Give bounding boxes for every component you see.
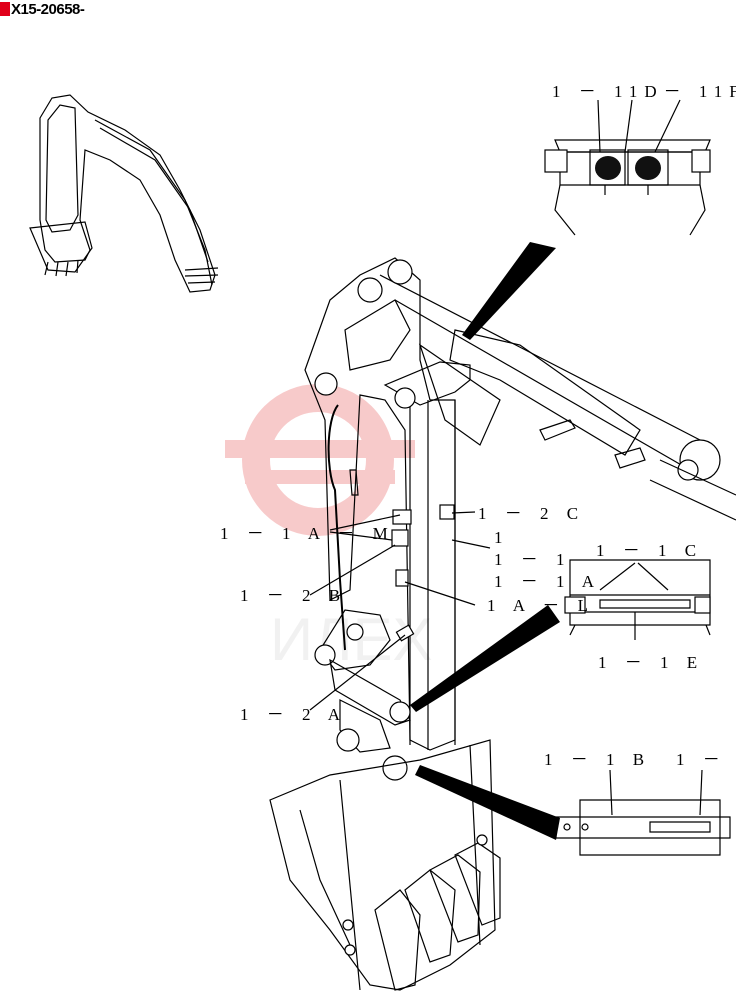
- part-number: X15-20658-: [11, 0, 85, 18]
- label-1-1-bottom: 1 － 1: [676, 750, 736, 769]
- brand-logo-icon: [0, 2, 10, 16]
- inset-detail-top: [544, 99, 711, 236]
- inset-detail-middle: [564, 559, 711, 640]
- label-1-1a-m: 1 － 1 A － M: [220, 524, 395, 543]
- inset-detail-bottom: [555, 769, 731, 856]
- label-1-1e: 1 － 1 E: [598, 653, 704, 672]
- label-1-1b: 1 － 1 B: [544, 750, 651, 769]
- label-1-2b: 1 － 2 B: [240, 586, 347, 605]
- watermark-logo: ИЛЕХ: [225, 384, 433, 673]
- part-number-header: X15-20658-: [0, 0, 85, 18]
- callout-pointer-bottom: [415, 765, 560, 840]
- label-1: 1: [494, 528, 510, 547]
- label-1a-l: 1 A － L: [487, 596, 595, 615]
- label-1-2a: 1 － 2 A: [240, 705, 347, 724]
- label-1-1c: 1 － 1 C: [596, 541, 703, 560]
- callout-pointer-top: [462, 242, 556, 340]
- callout-pointer-middle: [410, 605, 560, 712]
- label-1-2c: 1 － 2 C: [478, 504, 585, 523]
- label-leaders: [309, 511, 491, 711]
- overview-arm-thumbnail: [29, 94, 219, 293]
- label-1-1: 1 － 1: [494, 550, 572, 569]
- main-arm-assembly: [269, 257, 736, 991]
- label-top-inset: 1 － 11D－ 11F－ 1 D: [552, 82, 736, 101]
- label-1-1a: 1 － 1 A: [494, 572, 601, 591]
